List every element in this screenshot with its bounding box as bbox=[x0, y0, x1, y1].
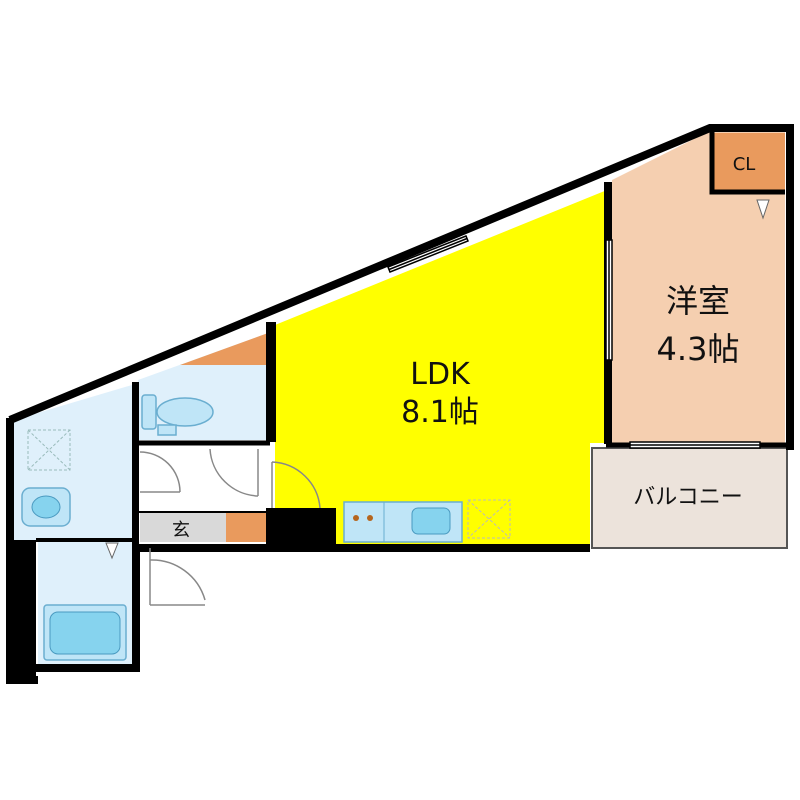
washing-machine-pan-icon bbox=[27, 429, 71, 471]
wall-column-entrance bbox=[266, 508, 336, 552]
sink-icon bbox=[411, 507, 451, 535]
washbasin-icon bbox=[21, 487, 71, 527]
shoe-storage bbox=[226, 513, 266, 542]
toilet-icon bbox=[141, 394, 214, 436]
kitchen-counter bbox=[343, 501, 463, 543]
fridge-space-icon bbox=[467, 499, 511, 539]
wall-column bbox=[6, 540, 36, 680]
arrow-marker bbox=[756, 199, 770, 220]
arrow-marker bbox=[105, 542, 119, 560]
closet-label: CL bbox=[733, 154, 756, 175]
closet-wall bbox=[709, 130, 785, 195]
western-room-name: 洋室 bbox=[666, 282, 730, 320]
storage-floor bbox=[180, 333, 268, 365]
partition-wall-3 bbox=[132, 382, 139, 552]
balcony-floor bbox=[591, 447, 788, 549]
closet-floor bbox=[712, 133, 785, 190]
hallway-floor bbox=[138, 447, 268, 512]
exterior-walls bbox=[6, 124, 794, 684]
bathtub-icon bbox=[43, 604, 127, 661]
partition-wall-2 bbox=[266, 322, 276, 442]
entrance-label: 玄 bbox=[172, 520, 190, 541]
ldk-size: 8.1帖 bbox=[401, 395, 479, 430]
stove-icon bbox=[353, 515, 373, 521]
doors bbox=[139, 448, 321, 606]
balcony-label: バルコニー bbox=[633, 485, 743, 510]
western-room-size: 4.3帖 bbox=[657, 330, 740, 368]
western-room-floor bbox=[612, 130, 785, 445]
windows bbox=[387, 235, 761, 449]
entrance-floor bbox=[140, 513, 226, 542]
ldk-floor bbox=[275, 190, 607, 545]
ldk-name: LDK bbox=[410, 357, 471, 392]
